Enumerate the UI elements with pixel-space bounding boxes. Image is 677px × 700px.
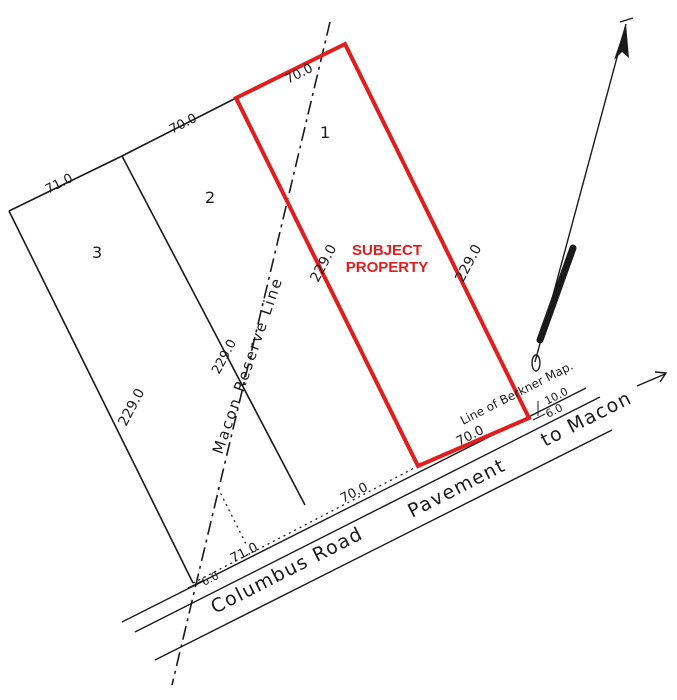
road-line-3: [154, 429, 613, 661]
offset-marks: [187, 401, 546, 589]
lot2-rear-line: [121, 97, 237, 157]
lot1-right-depth-dimension: 229.0: [452, 242, 485, 285]
lot3-number: 3: [92, 243, 102, 262]
lot3-front-dotted-line: [217, 487, 247, 545]
road-lines: [121, 387, 613, 661]
subject-property-label-line2: PROPERTY: [346, 259, 429, 276]
offset-mark-3: [187, 579, 205, 589]
lot2-number: 2: [205, 188, 215, 207]
lot3-front-dimension: 71.0: [228, 540, 261, 567]
north-arrow-shaft-bold: [536, 244, 577, 344]
reserve-line: [171, 21, 331, 686]
north-arrow-tick: [619, 17, 634, 23]
lot3-rear-dimension: 71.0: [43, 171, 76, 198]
offset-mark-2: [532, 413, 546, 421]
north-arrow-tail: [531, 354, 541, 372]
north-arrow-head: [614, 24, 629, 60]
subject-property-label-line1: SUBJECT: [352, 242, 422, 259]
offset-six-left-label: 6.0: [199, 569, 220, 589]
direction-line: [636, 373, 666, 387]
lot3-rear-line: [8, 155, 123, 212]
direction-arrow-icon: [654, 371, 668, 383]
road-name-label: Columbus Road: [207, 523, 367, 619]
lot2-front-dimension: 70.0: [338, 480, 371, 507]
north-arrow-icon: [531, 17, 634, 372]
lot1-number: 1: [320, 123, 330, 142]
road-line-2: [134, 396, 601, 633]
lot2-rear-dimension: 70.0: [167, 111, 200, 138]
lot1-rear-dimension: 70.0: [283, 61, 316, 88]
subject-property-outline: [233, 41, 532, 469]
lot3-depth-dimension: 229.0: [115, 386, 148, 429]
lot3-left-line: [8, 210, 194, 584]
lot2-3-division-line: [121, 155, 306, 506]
